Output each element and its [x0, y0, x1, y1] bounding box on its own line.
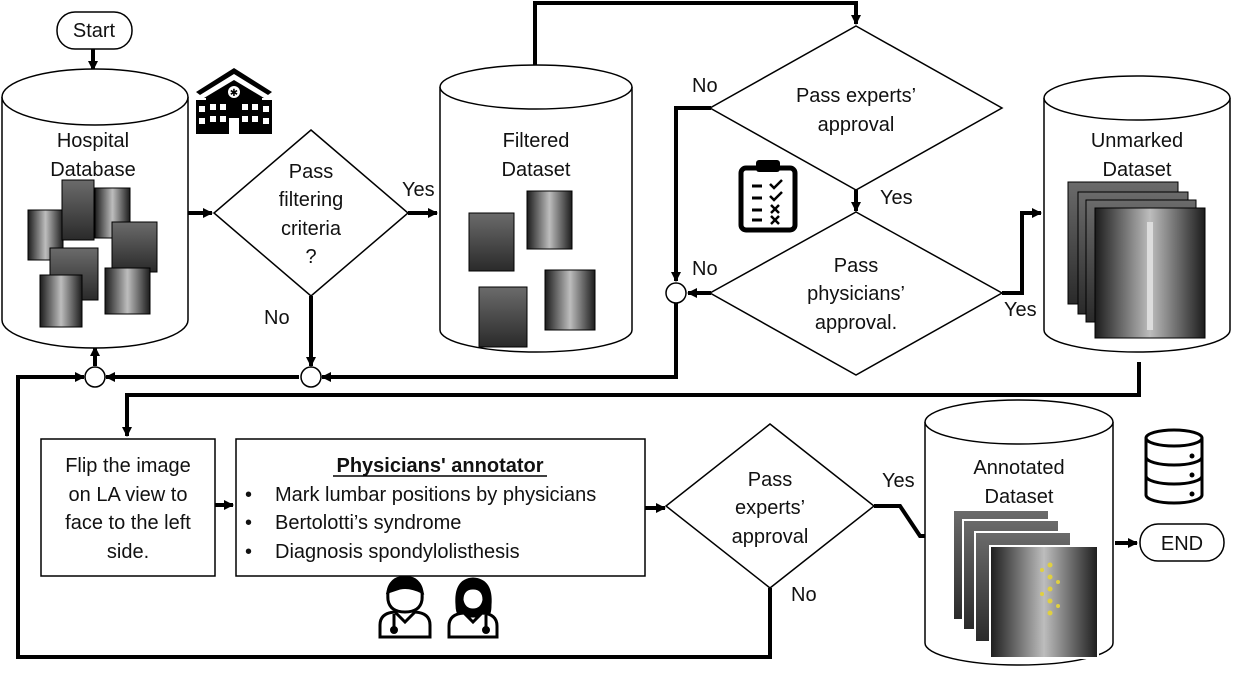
edge-experts2-no: [16, 372, 772, 659]
database-icon: [1144, 428, 1204, 505]
annotated-label-2: Dataset: [985, 486, 1054, 508]
label-yes-physicians: Yes: [1004, 299, 1037, 321]
xray-thumbnails: [468, 190, 596, 348]
physicians-decision: Pass physicians’ approval.: [708, 211, 1004, 376]
annotator-item-3: Diagnosis spondylolisthesis: [275, 541, 520, 563]
filter-text-3: criteria: [281, 218, 342, 240]
label-no-filter: No: [264, 307, 290, 329]
filtered-label-1: Filtered: [503, 130, 570, 152]
start-terminal: Start: [56, 11, 133, 50]
edge-filtered-to-experts: [533, 1, 861, 72]
hospital-db-label-1: Hospital: [57, 130, 129, 152]
doctor-male-icon: [378, 576, 432, 639]
edge-physicians-yes: [1002, 208, 1042, 295]
edge-junction-to-return: [321, 303, 678, 382]
flip-text-1: Flip the image: [65, 455, 191, 477]
experts-decision-1: Pass experts’ approval: [708, 25, 1004, 191]
label-no-experts2: No: [791, 584, 817, 606]
xray-collage: [27, 179, 158, 328]
connectors: [16, 1, 1141, 659]
checklist-icon: [738, 160, 798, 233]
start-label: Start: [73, 20, 116, 42]
filter-decision: Pass filtering criteria ?: [212, 129, 410, 297]
junction-mid: [300, 366, 322, 388]
flip-text-4: side.: [107, 541, 149, 563]
label-yes-experts1: Yes: [880, 187, 913, 209]
experts2-text-3: approval: [732, 526, 809, 548]
label-no-physicians: No: [692, 258, 718, 280]
hospital-db-label-2: Database: [50, 159, 136, 181]
flip-image-box: Flip the image on LA view to face to the…: [40, 438, 216, 577]
unmarked-label-1: Unmarked: [1091, 130, 1183, 152]
flip-text-3: face to the left: [65, 512, 191, 534]
annotator-title: Physicians' annotator: [336, 455, 543, 477]
annotator-item-1: Mark lumbar positions by physicians: [275, 484, 596, 506]
annotation-dots: [1040, 562, 1060, 616]
svg-text:✱: ✱: [230, 88, 238, 99]
junction-left: [84, 366, 106, 388]
annotated-xray-stack: [952, 509, 1099, 659]
unmarked-dataset-cylinder: Unmarked Dataset: [1043, 75, 1231, 353]
physicians-text-3: approval.: [815, 312, 897, 334]
filter-text-2: filtering: [279, 189, 343, 211]
unmarked-label-2: Dataset: [1103, 159, 1172, 181]
filtered-dataset-cylinder: Filtered Dataset: [439, 64, 633, 353]
experts2-text-2: experts’: [735, 497, 805, 519]
physicians-text-1: Pass: [834, 255, 878, 277]
physicians-annotator-box: Physicians' annotator • Mark lumbar posi…: [235, 438, 646, 577]
bullet-1: •: [245, 484, 252, 506]
edge-unmarked-to-flip: [122, 362, 1141, 437]
junction-right: [665, 282, 687, 304]
hospital-database-cylinder: Hospital Database: [1, 68, 189, 349]
label-no-experts1: No: [692, 75, 718, 97]
end-terminal: END: [1139, 523, 1225, 562]
flip-text-2: on LA view to: [69, 484, 188, 506]
edge-experts-no: [671, 106, 711, 282]
experts1-text-1: Pass experts’: [796, 85, 916, 107]
label-yes-experts2: Yes: [882, 470, 915, 492]
hospital-icon: ✱: [196, 68, 272, 134]
xray-stack: [1067, 181, 1206, 339]
annotator-item-2: Bertolotti’s syndrome: [275, 512, 461, 534]
experts1-text-2: approval: [818, 114, 895, 136]
experts2-text-1: Pass: [748, 469, 792, 491]
annotated-label-1: Annotated: [973, 457, 1064, 479]
end-label: END: [1161, 533, 1203, 555]
filter-text-1: Pass: [289, 161, 333, 183]
bullet-3: •: [245, 541, 252, 563]
experts-decision-2: Pass experts’ approval: [664, 423, 876, 589]
filter-text-4: ?: [305, 246, 316, 268]
label-yes-filter: Yes: [402, 179, 435, 201]
bullet-2: •: [245, 512, 252, 534]
doctor-female-icon: [447, 577, 499, 639]
filtered-label-2: Dataset: [502, 159, 571, 181]
physicians-text-2: physicians’: [807, 283, 905, 305]
annotated-dataset-cylinder: Annotated Dataset: [924, 399, 1114, 666]
